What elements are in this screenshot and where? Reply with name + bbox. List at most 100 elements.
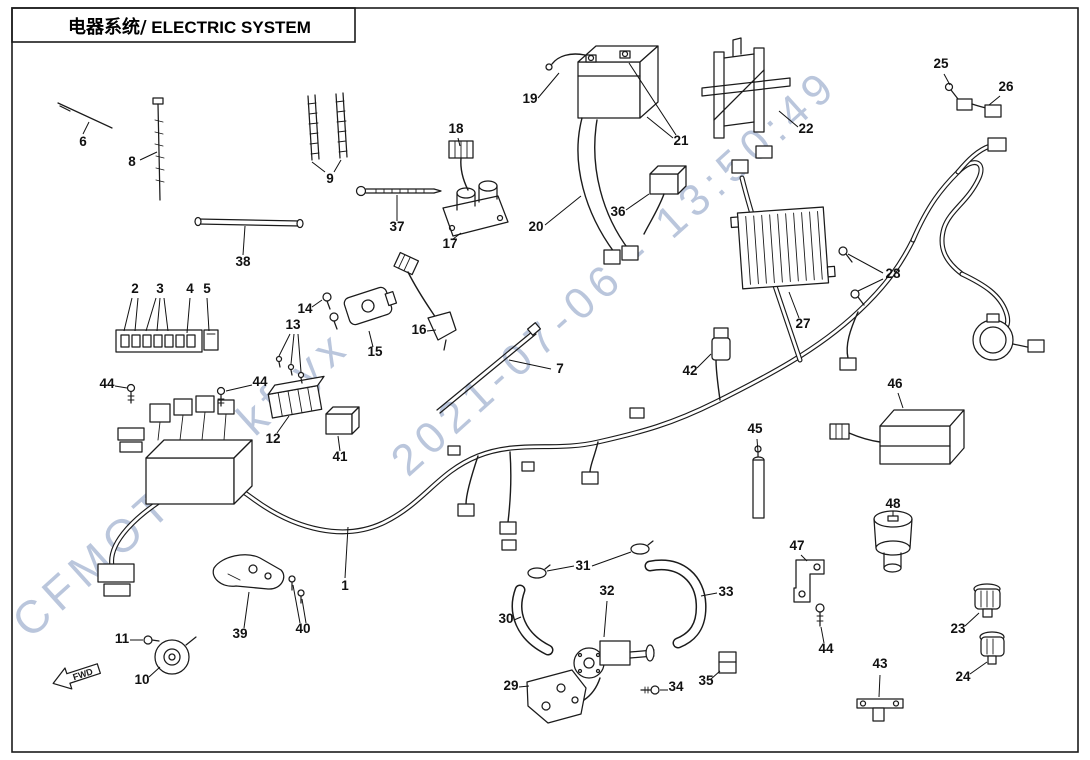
part-number-16: 16 [411, 322, 427, 337]
page-title: 电器系统/ ELECTRIC SYSTEM [68, 16, 311, 38]
bolt-25-and-pigtail-26 [944, 82, 1002, 118]
leader-line-32 [603, 600, 608, 638]
leader-line-36 [625, 193, 650, 211]
sensor-45 [752, 445, 765, 519]
leader-line-6 [82, 121, 90, 135]
fwd-arrow: FWD [52, 663, 101, 690]
page-frame: 电器系统/ ELECTRIC SYSTEM [11, 7, 1079, 753]
leader-line-40 [292, 584, 301, 624]
part-number-38: 38 [235, 254, 251, 269]
part-number-3: 3 [156, 281, 164, 296]
bolt-37 [355, 185, 442, 197]
artwork-layer: FWD [52, 37, 1045, 724]
leader-line-13 [290, 333, 295, 365]
part-number-23: 23 [950, 621, 966, 636]
coil-screws-14 [322, 292, 339, 330]
module-screws-13 [275, 355, 305, 384]
hose-30 [517, 590, 548, 650]
bolt-8 [152, 97, 165, 201]
leader-line-35 [710, 670, 721, 680]
leader-line-28 [847, 253, 884, 274]
leader-line-2 [134, 297, 139, 332]
leader-line-13 [278, 333, 291, 357]
part-number-32: 32 [599, 583, 614, 598]
leader-line-25 [943, 73, 951, 86]
leader-line-39 [243, 591, 250, 629]
harness-connector [499, 521, 517, 535]
t-fitting-43 [856, 698, 904, 722]
part-number-1: 1 [341, 578, 349, 593]
module-12 [267, 355, 325, 419]
leader-line-13 [297, 333, 302, 373]
part-number-26: 26 [998, 79, 1014, 94]
part-number-9: 9 [326, 171, 334, 186]
horn-screw-11 [143, 635, 160, 645]
bracket-screws-40 [288, 575, 305, 604]
part-number-44: 44 [99, 376, 115, 391]
leader-line-17 [452, 232, 462, 240]
part-number-47: 47 [789, 538, 804, 553]
bracket-47 [793, 559, 825, 603]
part-number-11: 11 [115, 631, 130, 646]
part-number-6: 6 [79, 134, 87, 149]
part-number-17: 17 [442, 236, 457, 251]
thermostat-pump-assembly [573, 640, 655, 701]
leader-line-10 [148, 666, 161, 678]
leader-line-28 [857, 278, 884, 292]
rod-7 [436, 322, 542, 414]
harness-connector [103, 583, 131, 597]
leader-line-26 [988, 95, 1001, 106]
leader-line-30 [513, 616, 522, 621]
junction-box-assembly [117, 383, 253, 505]
leader-line-45 [756, 438, 759, 453]
leader-line-31 [546, 565, 575, 572]
studs-9 [307, 92, 348, 161]
part-number-10: 10 [134, 672, 149, 687]
leader-line-3 [156, 297, 161, 332]
leader-line-44 [225, 384, 253, 392]
leader-line-21 [628, 62, 677, 136]
leader-line-9 [311, 161, 326, 173]
part-number-2: 2 [131, 281, 139, 296]
leader-line-7 [508, 359, 552, 370]
leader-line-4 [186, 297, 191, 334]
part-number-33: 33 [718, 584, 734, 599]
ignition-switch [873, 510, 913, 573]
part-number-44: 44 [252, 374, 268, 389]
part-number-18: 18 [448, 121, 464, 136]
leader-line-29 [518, 685, 530, 688]
leader-line-14 [311, 299, 323, 308]
harness-connector [501, 539, 517, 551]
horn [143, 635, 197, 675]
leader-line-46 [897, 392, 904, 409]
battery-cable-lug [621, 245, 639, 261]
leader-line-44 [820, 626, 825, 644]
pin-6 [57, 102, 113, 129]
leader-line-8 [139, 151, 158, 161]
ignition-coil [322, 286, 398, 330]
screw-44-bottom [815, 603, 825, 627]
harness-connector [987, 137, 1007, 152]
part-number-5: 5 [203, 281, 211, 296]
part-number-36: 36 [610, 204, 626, 219]
harness-connector [755, 145, 773, 159]
part-number-42: 42 [682, 363, 697, 378]
part-number-37: 37 [389, 219, 404, 234]
part-number-20: 20 [528, 219, 543, 234]
part-number-7: 7 [556, 361, 564, 376]
harness-connector [97, 563, 135, 583]
leader-line-22 [778, 110, 799, 128]
part-number-13: 13 [285, 317, 301, 332]
leader-line-16 [426, 329, 437, 332]
leader-line-24 [969, 661, 988, 675]
flasher-relay [972, 313, 1045, 361]
leader-line-15 [368, 330, 374, 348]
leader-line-40 [301, 598, 307, 624]
ecu [829, 409, 965, 465]
rectifier [730, 206, 836, 290]
leader-line-27 [788, 291, 800, 319]
harness-connector [457, 503, 475, 517]
part-number-45: 45 [747, 421, 763, 436]
